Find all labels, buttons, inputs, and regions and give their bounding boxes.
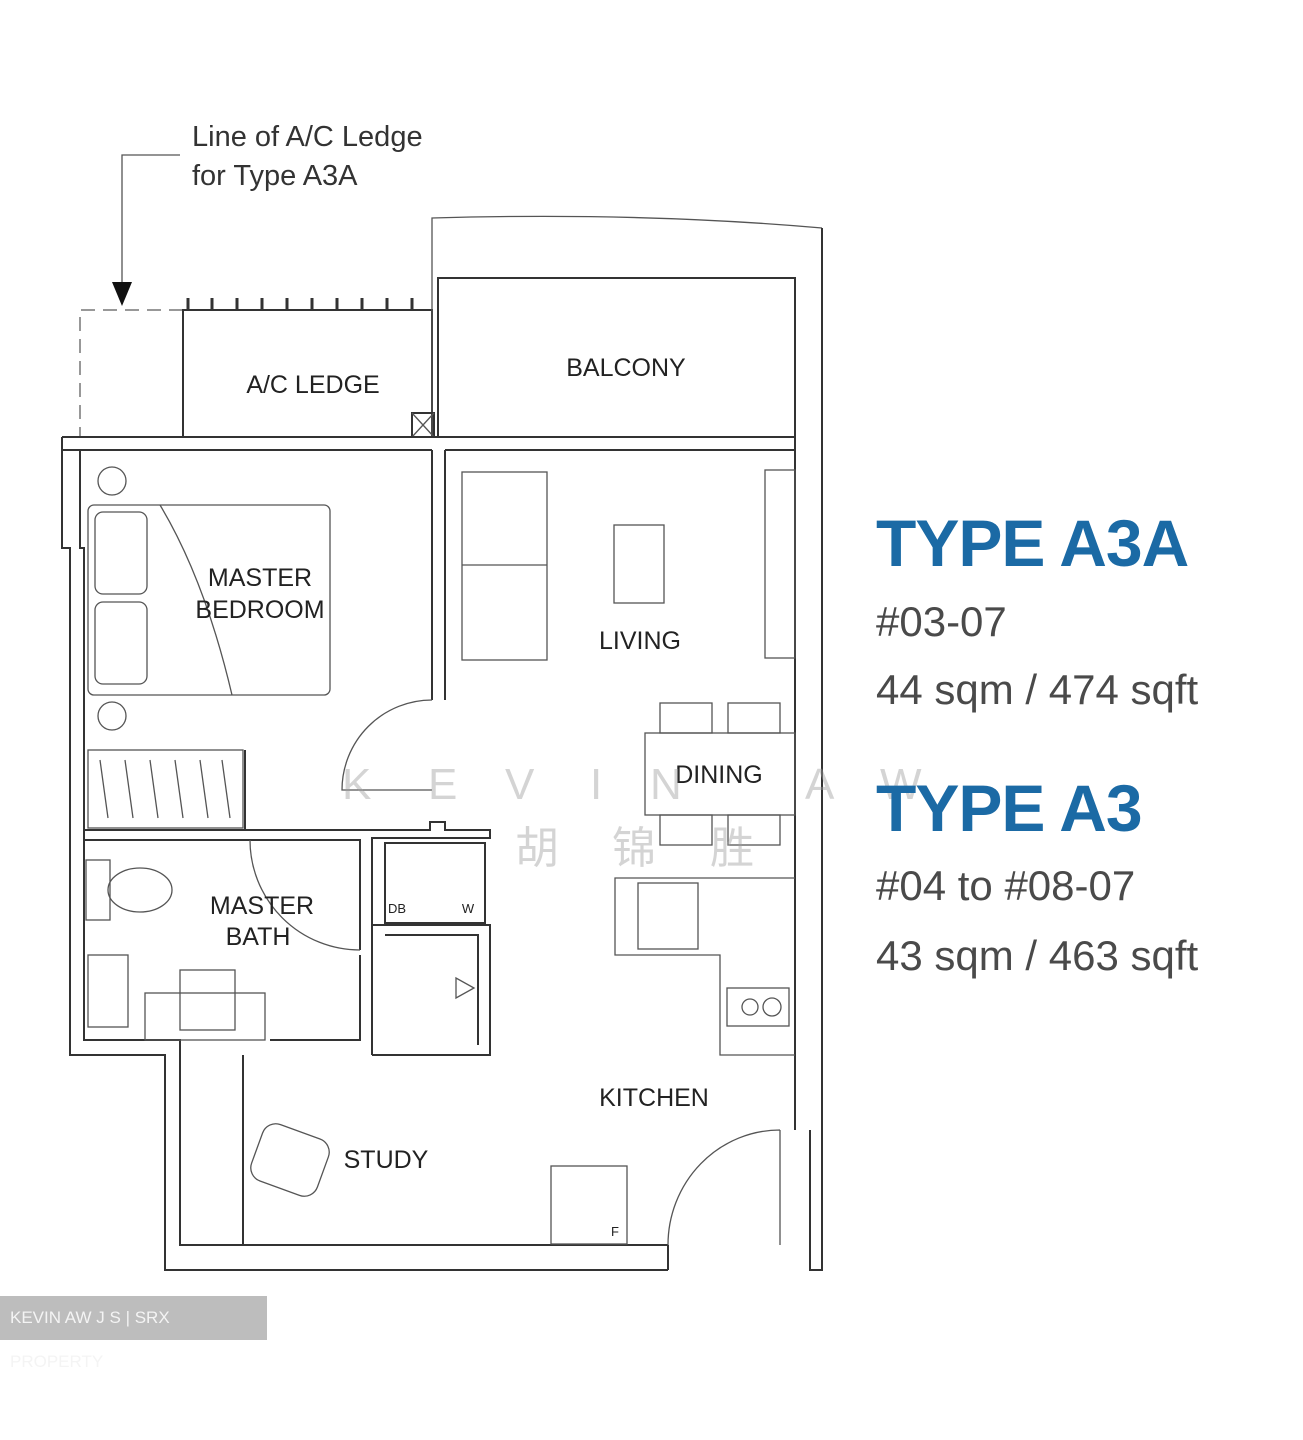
label-master-bedroom-1: MASTER — [208, 564, 312, 592]
bed — [87, 504, 331, 696]
bath-door — [249, 839, 361, 951]
ac-ledge-dashed-line — [79, 309, 183, 437]
fridge — [550, 1165, 628, 1245]
vanity — [144, 992, 266, 1041]
bedroom-door — [341, 699, 433, 791]
label-master-bath-2: BATH — [226, 923, 291, 951]
sink — [637, 882, 699, 950]
watermark-letter: E — [428, 760, 458, 809]
unit-type-a3: TYPE A3 — [876, 771, 1143, 845]
ac-ledge-grille — [186, 298, 414, 310]
dining-table — [644, 732, 796, 816]
watermark-char: 胜 — [710, 824, 754, 873]
label-master-bath-1: MASTER — [210, 892, 314, 920]
ac-ledge-leader-arrow — [112, 154, 180, 306]
meter-icon — [455, 976, 476, 1000]
kitchen-counter — [614, 877, 795, 1056]
unit-area-a3: 43 sqm / 463 sqft — [876, 932, 1199, 979]
watermark-char: 胡 — [515, 824, 559, 873]
watermark-letter: V — [505, 760, 535, 809]
toilet — [85, 859, 111, 921]
ac-ledge-note: Line of A/C Ledge for Type A3A — [192, 118, 423, 196]
light-icon — [97, 466, 127, 496]
light-icon — [97, 701, 127, 731]
coffee-table — [613, 524, 665, 604]
watermark-letter: W — [880, 760, 922, 809]
hob — [726, 987, 790, 1027]
shower — [87, 954, 129, 1028]
watermark-letter: N — [650, 760, 682, 809]
label-w: W — [462, 901, 475, 916]
unit-number-a3: #04 to #08-07 — [876, 862, 1136, 909]
watermark-char: 锦 — [612, 824, 656, 873]
outer-walls — [61, 228, 823, 1271]
watermark-letter: K — [342, 760, 372, 809]
label-dining: DINING — [675, 761, 763, 789]
note-line-2: for Type A3A — [192, 160, 358, 192]
balcony-canopy — [431, 215, 823, 437]
label-db: DB — [388, 901, 406, 916]
sofa — [461, 471, 548, 661]
interior-walls — [84, 450, 491, 1056]
label-master-bedroom-2: BEDROOM — [195, 596, 324, 624]
watermark-letter: I — [590, 760, 603, 809]
credit-label: KEVIN AW J S | SRX PROPERTY — [0, 1296, 267, 1371]
unit-area-a3a: 44 sqm / 474 sqft — [876, 666, 1199, 713]
label-f: F — [611, 1224, 619, 1239]
note-line-1: Line of A/C Ledge — [192, 121, 423, 153]
entrance-door — [667, 1129, 781, 1246]
label-living: LIVING — [599, 627, 681, 655]
label-study: STUDY — [344, 1146, 429, 1174]
tv-console — [764, 469, 796, 659]
label-balcony: BALCONY — [566, 354, 686, 382]
label-kitchen: KITCHEN — [599, 1084, 709, 1112]
wardrobe — [87, 749, 244, 829]
unit-type-a3a: TYPE A3A — [876, 506, 1189, 580]
study-chair — [250, 1123, 330, 1197]
unit-number-a3a: #03-07 — [876, 598, 1007, 645]
watermark-letter: A — [805, 760, 835, 809]
label-ac-ledge: A/C LEDGE — [246, 371, 379, 399]
